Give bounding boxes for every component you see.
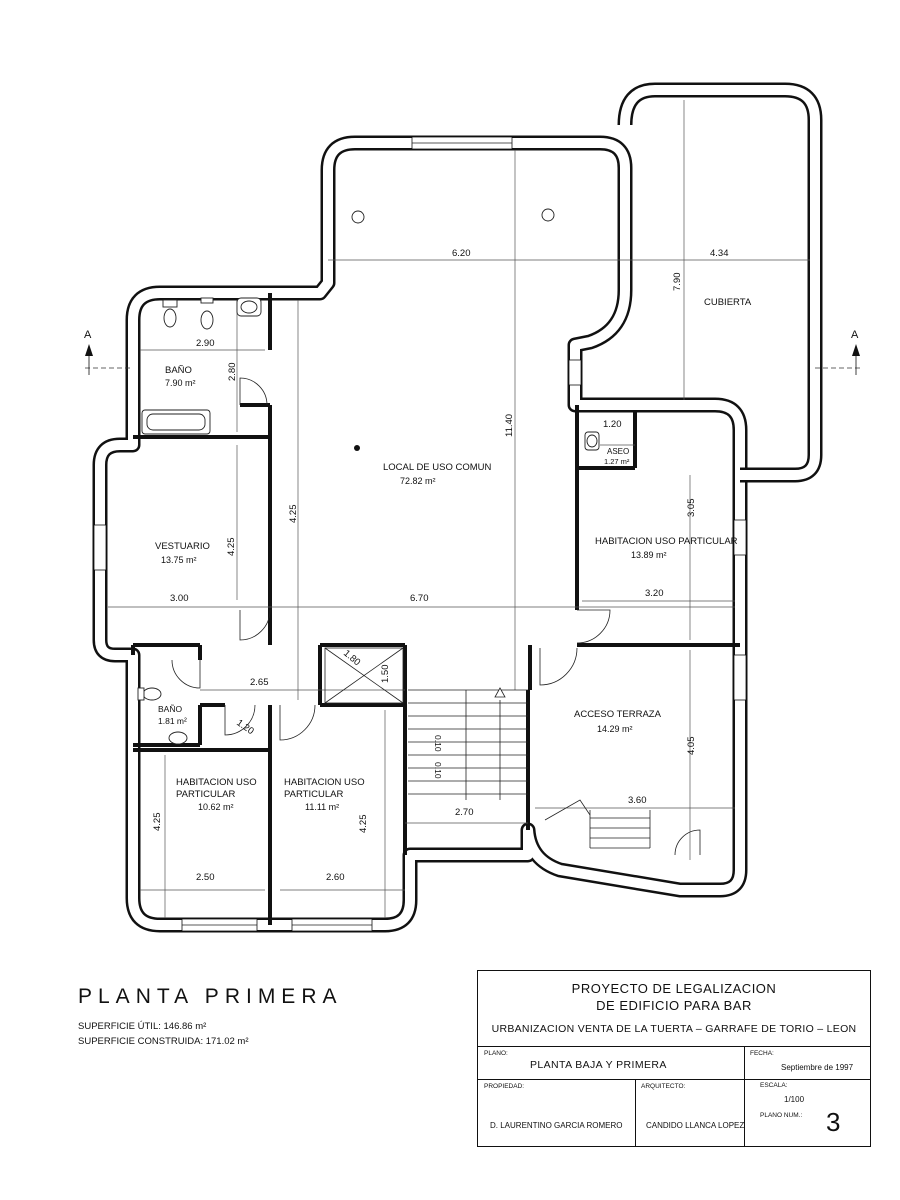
pillar	[354, 445, 360, 451]
room-name-bano-1: BAÑO	[165, 365, 192, 376]
arquitecto-label: ARQUITECTO:	[641, 1083, 686, 1090]
divider	[635, 1079, 636, 1146]
dim-11-40: 11.40	[504, 414, 515, 437]
dim-3-60: 3.60	[628, 795, 647, 806]
toilet-small	[142, 687, 162, 701]
fecha-value: Septiembre de 1997	[781, 1063, 854, 1072]
room-name-hab-3-l1: HABITACION USO	[284, 777, 365, 788]
room-name-hab-2-l2: PARTICULAR	[176, 789, 235, 800]
dim-3-20: 3.20	[645, 588, 664, 599]
dim-4-25-c: 4.25	[152, 813, 163, 832]
dim-6-20: 6.20	[452, 248, 471, 259]
dim-1-80: 1.80	[341, 648, 362, 668]
arquitecto-value: CANDIDO LLANCA LOPEZ	[646, 1121, 745, 1130]
room-area-hab-2: 10.62 m²	[198, 802, 234, 812]
section-mark-right: A	[851, 329, 859, 341]
divider	[744, 1046, 745, 1146]
section-line: A A	[84, 329, 862, 375]
dim-7-90: 7.90	[672, 273, 683, 292]
pillar	[541, 208, 555, 222]
doors	[171, 377, 701, 856]
bidet	[200, 310, 214, 330]
title-block: PROYECTO DE LEGALIZACION DE EDIFICIO PAR…	[477, 970, 871, 1147]
room-name-cubierta: CUBIERTA	[704, 297, 752, 308]
room-area-hab-3: 11.11 m²	[305, 802, 339, 812]
stair-step-2: 0.10	[433, 762, 443, 779]
staircase	[324, 647, 651, 849]
room-area-vestuario: 13.75 m²	[161, 555, 197, 565]
room-area-bano-1: 7.90 m²	[165, 378, 196, 388]
escala-value: 1/100	[784, 1095, 805, 1104]
dim-4-25-b: 4.25	[288, 505, 299, 524]
dim-2-50: 2.50	[196, 872, 215, 883]
room-labels: BAÑO 7.90 m² VESTUARIO 13.75 m² LOCAL DE…	[155, 297, 752, 812]
dim-2-65: 2.65	[250, 677, 269, 688]
dim-4-25-d: 4.25	[358, 815, 369, 834]
divider	[478, 1046, 870, 1047]
project-line-1: PROYECTO DE LEGALIZACION	[571, 981, 777, 996]
project-title: PROYECTO DE LEGALIZACION DE EDIFICIO PAR…	[478, 971, 870, 1026]
dim-1-50: 1.50	[380, 665, 391, 684]
dim-2-60: 2.60	[326, 872, 345, 883]
interior-walls	[131, 293, 740, 925]
dim-2-90: 2.90	[196, 338, 215, 349]
washbasin-small	[168, 731, 188, 745]
room-area-hab-1: 13.89 m²	[631, 550, 667, 560]
dim-4-25-a: 4.25	[226, 538, 237, 557]
divider	[478, 1079, 870, 1080]
section-mark-left: A	[84, 329, 92, 341]
room-area-acceso: 14.29 m²	[597, 724, 633, 734]
room-name-vestuario: VESTUARIO	[155, 541, 210, 552]
dim-2-70: 2.70	[455, 807, 474, 818]
room-area-bano-2: 1.81 m²	[158, 716, 187, 726]
exterior-walls	[92, 82, 823, 933]
dim-4-05: 4.05	[686, 737, 697, 756]
project-location: URBANIZACION VENTA DE LA TUERTA – GARRAF…	[491, 1023, 857, 1035]
dimension-lines	[108, 100, 810, 918]
room-area-aseo: 1.27 m²	[604, 457, 630, 466]
project-line-2: DE EDIFICIO PARA BAR	[596, 998, 752, 1013]
plano-num-value: 3	[826, 1107, 841, 1137]
room-name-acceso: ACCESO TERRAZA	[574, 709, 662, 720]
room-name-bano-2: BAÑO	[158, 704, 182, 714]
pillar	[351, 210, 365, 224]
room-name-hab-2-l1: HABITACION USO	[176, 777, 257, 788]
room-area-local: 72.82 m²	[400, 476, 436, 486]
drawing-title: PLANTA PRIMERA	[78, 985, 343, 1008]
fecha-label: FECHA:	[750, 1050, 774, 1057]
sanitary-fixtures	[137, 208, 600, 745]
room-name-hab-1: HABITACION USO PARTICULAR	[595, 536, 738, 547]
dim-3-00: 3.00	[170, 593, 189, 604]
propiedad-value: D. LAURENTINO GARCIA ROMERO	[490, 1121, 623, 1130]
toilet	[163, 308, 177, 328]
propiedad-label: PROPIEDAD:	[484, 1083, 525, 1090]
room-name-local: LOCAL DE USO COMUN	[383, 462, 492, 473]
room-name-hab-3-l2: PARTICULAR	[284, 789, 343, 800]
superficie-util: SUPERFICIE ÚTIL: 146.86 m²	[78, 1021, 207, 1032]
escala-label: ESCALA:	[760, 1082, 788, 1089]
dim-3-05: 3.05	[686, 499, 697, 518]
stair-step-1: 0.10	[433, 735, 443, 752]
dim-6-70: 6.70	[410, 593, 429, 604]
dimension-values: 6.20 4.34 7.90 2.90 2.80 11.40 4.25 4.25…	[152, 248, 729, 883]
superficie-construida: SUPERFICIE CONSTRUIDA: 171.02 m²	[78, 1036, 249, 1047]
dim-1-20-b: 1.20	[234, 717, 255, 737]
plano-label: PLANO:	[484, 1050, 508, 1057]
plano-num-label: PLANO NUM.:	[760, 1112, 803, 1119]
dim-2-80: 2.80	[227, 363, 238, 382]
dim-4-34: 4.34	[710, 248, 729, 259]
room-name-aseo: ASEO	[607, 447, 629, 456]
plano-value: PLANTA BAJA Y PRIMERA	[530, 1059, 667, 1071]
dim-1-20-a: 1.20	[603, 419, 622, 430]
